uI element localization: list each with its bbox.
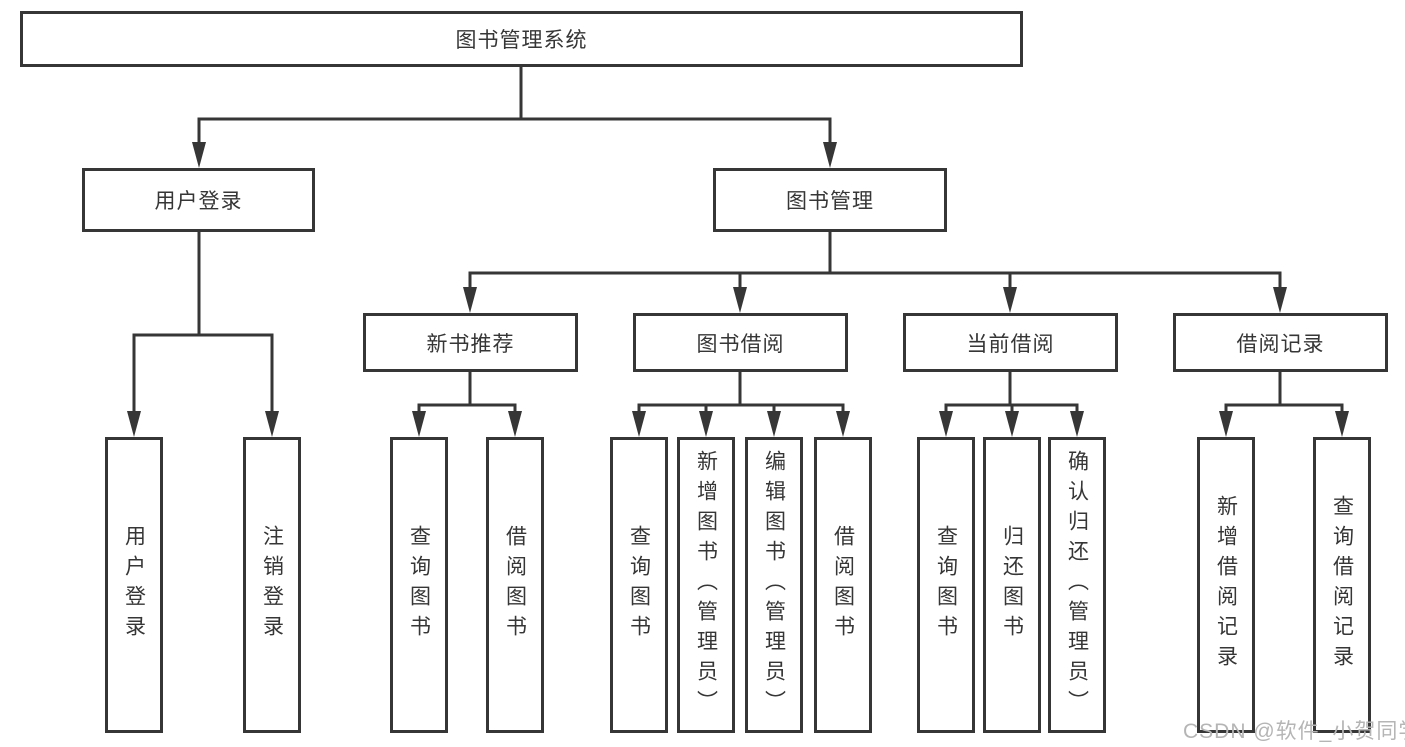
leaf-user-login: 用户登录: [105, 437, 163, 733]
leaf-query-book-borrow: 查询图书: [610, 437, 668, 733]
leaf-confirm-return-admin: 确认归还（管理员）: [1048, 437, 1106, 733]
leaf-query-book-current: 查询图书: [917, 437, 975, 733]
leaf-return-book: 归还图书: [983, 437, 1041, 733]
node-new-book-recommend: 新书推荐: [363, 313, 578, 372]
node-book-borrow: 图书借阅: [633, 313, 848, 372]
node-user-login: 用户登录: [82, 168, 315, 232]
leaf-borrow-book: 借阅图书: [814, 437, 872, 733]
leaf-logout: 注销登录: [243, 437, 301, 733]
leaf-add-book-admin: 新增图书（管理员）: [677, 437, 735, 733]
leaf-borrow-book-recommend: 借阅图书: [486, 437, 544, 733]
leaf-add-borrow-record: 新增借阅记录: [1197, 437, 1255, 733]
csdn-watermark: CSDN @软件_小贺同学: [1183, 720, 1405, 743]
node-library-management-system: 图书管理系统: [20, 11, 1023, 67]
leaf-query-book-recommend: 查询图书: [390, 437, 448, 733]
node-borrow-record: 借阅记录: [1173, 313, 1388, 372]
node-book-management: 图书管理: [713, 168, 947, 232]
node-current-borrow: 当前借阅: [903, 313, 1118, 372]
leaf-edit-book-admin: 编辑图书（管理员）: [745, 437, 803, 733]
leaf-query-borrow-record: 查询借阅记录: [1313, 437, 1371, 733]
